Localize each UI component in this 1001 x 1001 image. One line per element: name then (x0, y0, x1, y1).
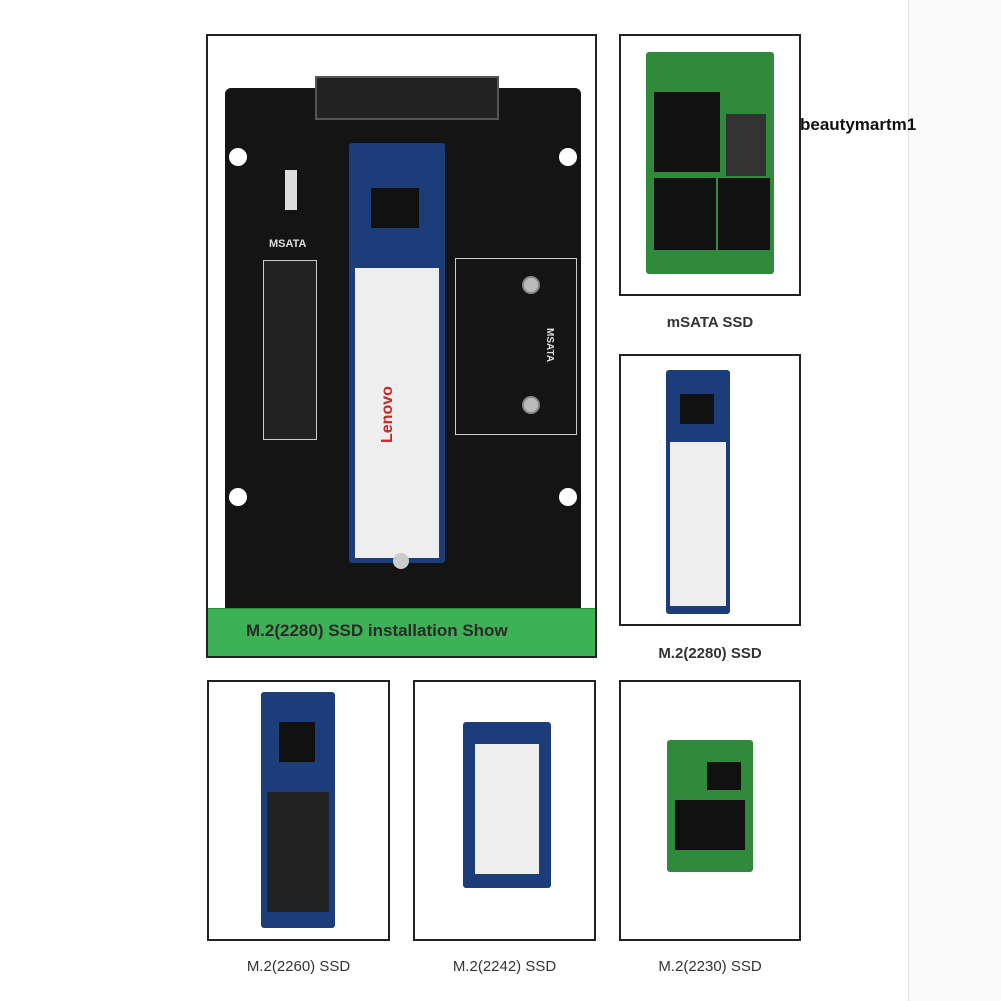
adapter-board-image: MSATA MSATA Lenovo (225, 76, 581, 614)
msata-ssd-box (619, 34, 801, 296)
mount-hole (559, 488, 577, 506)
banner-text: M.2(2280) SSD installation Show (246, 621, 508, 640)
caption-m2-2280: M.2(2280) SSD (658, 645, 762, 662)
mount-hole (559, 148, 577, 166)
switch (285, 170, 297, 210)
m2-2242-ssd-image (463, 722, 551, 888)
installation-banner: M.2(2280) SSD installation Show (208, 608, 595, 656)
caption-m2-2230: M.2(2230) SSD (658, 958, 762, 975)
msata-slot (263, 260, 317, 440)
board-label-msata: MSATA (269, 238, 307, 250)
mount-hole (229, 488, 247, 506)
ssd-brand-lenovo: Lenovo (379, 386, 396, 443)
installation-panel: MSATA MSATA Lenovo M.2(2280) SSD install… (206, 34, 597, 658)
board-label-msata-side: MSATA (544, 328, 555, 363)
m2-2280-ssd-image (666, 370, 730, 614)
m2-2242-box (413, 680, 596, 941)
watermark: beautymartm1 (800, 115, 917, 134)
mount-screw (522, 396, 540, 414)
msata-ssd-image (646, 52, 774, 274)
m2-2260-box (207, 680, 390, 941)
m2-2280-ssd: Lenovo (349, 143, 445, 563)
m2-2280-box (619, 354, 801, 626)
m2-2260-ssd-image (261, 692, 335, 928)
m2-2230-ssd-image (667, 740, 753, 872)
right-margin-strip (908, 0, 1001, 1001)
caption-m2-2242: M.2(2242) SSD (452, 958, 557, 975)
mount-screw (522, 276, 540, 294)
msata-outline (455, 258, 577, 435)
caption-m2-2260: M.2(2260) SSD (246, 958, 351, 975)
sata-connector (315, 76, 499, 120)
caption-msata: mSATA SSD (666, 314, 754, 331)
ssd-screw (393, 553, 409, 569)
mount-hole (229, 148, 247, 166)
m2-2230-box (619, 680, 801, 941)
